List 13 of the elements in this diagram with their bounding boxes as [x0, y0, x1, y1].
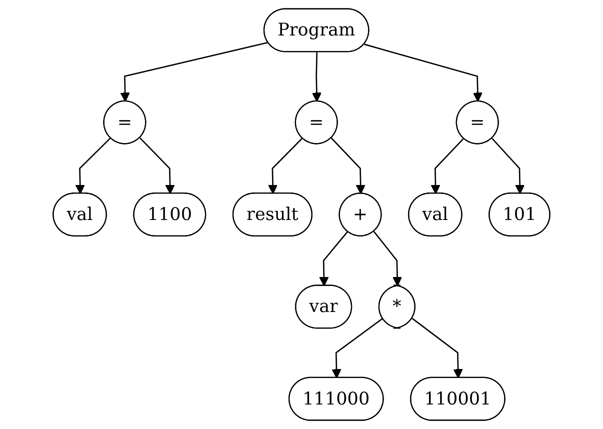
arrow	[412, 318, 463, 378]
arrow	[492, 138, 525, 194]
arrow	[373, 231, 402, 286]
arrow	[319, 231, 348, 286]
arrow	[139, 138, 175, 194]
arrow	[268, 138, 303, 194]
arrow	[430, 138, 464, 194]
arrow	[332, 318, 384, 378]
arrow	[120, 42, 268, 102]
arrow	[364, 44, 483, 102]
arrow	[312, 52, 322, 102]
arrow	[75, 138, 111, 194]
arrow	[330, 138, 366, 194]
